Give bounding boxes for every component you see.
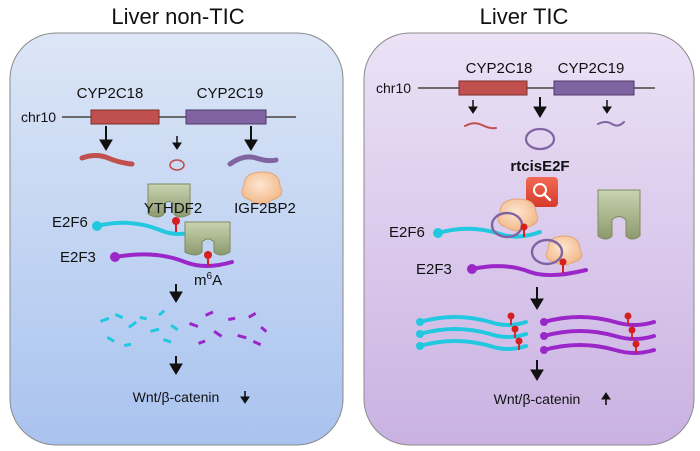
gene-label-cyp2c19: CYP2C19 xyxy=(197,85,264,102)
gene-box-cyp2c19 xyxy=(553,80,635,96)
ythdf2-on-e2f3-icon xyxy=(184,221,231,256)
reader-label-igf2bp2: IGF2BP2 xyxy=(234,200,296,217)
m6a-pin-head xyxy=(559,258,567,266)
target-label-e2f6: E2F6 xyxy=(52,214,88,231)
panel-title: Liver non-TIC xyxy=(111,4,244,29)
gene-box-cyp2c18 xyxy=(458,80,528,96)
linear-transcript-cyp2c19 xyxy=(597,121,625,127)
gene-box-cyp2c18 xyxy=(90,109,160,125)
m6a-pin-head xyxy=(172,217,180,225)
signaling-arrow xyxy=(169,356,183,375)
m6a-label: m6A xyxy=(194,271,222,289)
target-label-e2f3: E2F3 xyxy=(60,249,96,266)
target-label-e2f6: E2F6 xyxy=(389,224,425,241)
degraded-e2f3-fragments xyxy=(188,310,268,347)
circrna-label: rtcisE2F xyxy=(510,158,569,175)
m6a-pin-head xyxy=(520,223,528,231)
linear-transcript-cyp2c18 xyxy=(79,153,135,167)
arrow-down-icon xyxy=(240,391,250,404)
decay-arrow xyxy=(169,284,183,303)
target-label-e2f3: E2F3 xyxy=(416,261,452,278)
ythdf2-reader-icon xyxy=(597,189,641,240)
linear-transcript-cyp2c19 xyxy=(227,154,279,167)
transcription-arrows xyxy=(99,126,258,151)
gene-box-cyp2c19 xyxy=(185,109,267,125)
gene-label-cyp2c18: CYP2C18 xyxy=(466,60,533,77)
e2f3-mrna xyxy=(470,264,588,277)
rtcise2f-circrna xyxy=(524,127,556,151)
pathway-label: Wnt/β-catenin xyxy=(133,389,220,405)
linear-transcript-cyp2c18 xyxy=(464,122,497,130)
igf2bp2-reader-icon xyxy=(241,171,283,205)
arrow-up-icon xyxy=(601,392,611,405)
circrna-small xyxy=(169,159,185,171)
panel-title: Liver TIC xyxy=(480,4,569,29)
rtcise2f-bound-e2f3 xyxy=(530,238,564,266)
signaling-arrow xyxy=(530,360,544,381)
panel-background xyxy=(9,32,344,446)
e2f6-mrna xyxy=(436,226,542,239)
ythdf2-reader-icon xyxy=(147,183,191,218)
stabilized-e2f6-mrnas xyxy=(416,312,528,351)
stabilization-arrow xyxy=(530,287,544,310)
transcription-arrows xyxy=(468,97,612,118)
reader-label-ythdf2: YTHDF2 xyxy=(144,200,202,217)
magnifier-handle xyxy=(542,192,552,202)
m6a-pin-head xyxy=(204,251,212,259)
panel-liver-non-tic: Liver non-TIC CYP2C18 CYP2C19 chr10 YTHD… xyxy=(9,4,344,446)
gene-label-cyp2c18: CYP2C18 xyxy=(77,85,144,102)
degraded-e2f6-fragments xyxy=(100,309,179,347)
panel-liver-tic: Liver TIC CYP2C18 CYP2C19 chr10 rtcisE2F… xyxy=(363,4,695,446)
e2f3-mrna xyxy=(113,252,234,268)
igf2bp2-reader-icon xyxy=(497,198,539,232)
stabilized-e2f3-mrnas xyxy=(540,312,656,355)
chromosome-label: chr10 xyxy=(376,80,411,96)
gene-label-cyp2c19: CYP2C19 xyxy=(558,60,625,77)
pathway-label: Wnt/β-catenin xyxy=(494,391,581,407)
igf2bp2-on-e2f3-icon xyxy=(545,235,583,266)
chromosome-label: chr10 xyxy=(21,109,56,125)
magnifier-lens xyxy=(533,183,547,197)
